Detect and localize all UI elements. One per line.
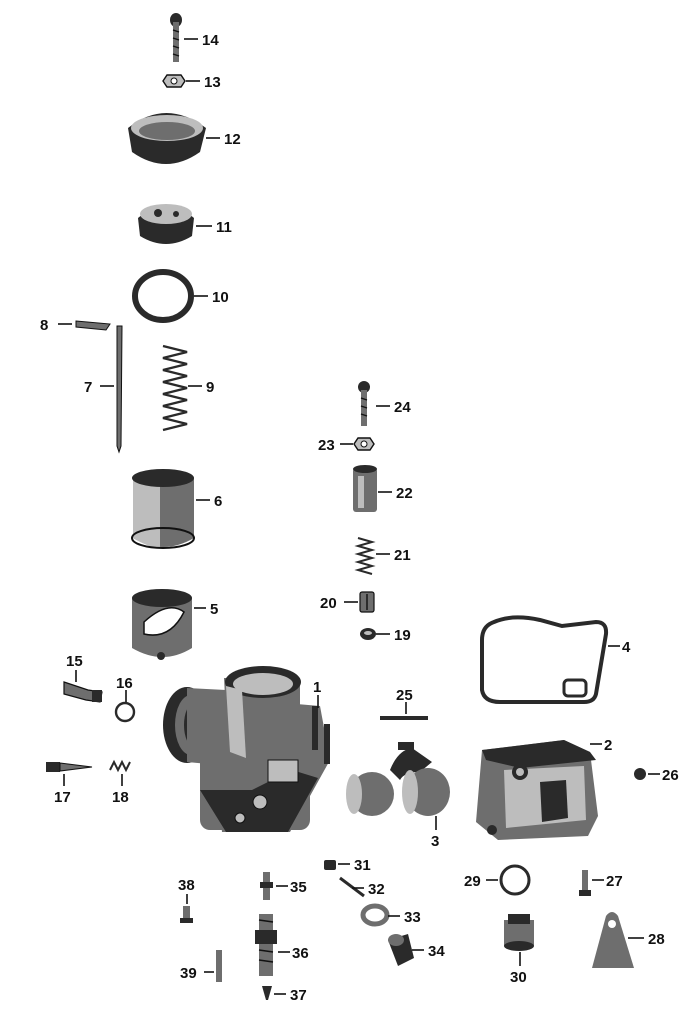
- part-15-jet: [63, 681, 103, 703]
- part-6-throttle-slide: [131, 469, 195, 549]
- part-36-jet-holder: [255, 914, 277, 976]
- label-19: 19: [394, 627, 411, 644]
- label-23: 23: [318, 437, 335, 454]
- part-19-seal: [360, 628, 376, 640]
- part-labels: 14 13 12 11 10 8 7 9 6 5 24 23 22 21 20 …: [40, 32, 679, 1004]
- part-25-float-pin: [380, 716, 428, 720]
- label-29: 29: [464, 873, 481, 890]
- label-13: 13: [204, 74, 221, 91]
- label-18: 18: [112, 789, 129, 806]
- part-16-o-ring: [114, 701, 136, 723]
- label-39: 39: [180, 965, 197, 982]
- part-28-bracket: [592, 912, 634, 968]
- part-21-spring: [354, 537, 376, 575]
- label-1: 1: [313, 679, 321, 696]
- part-23-nut: [353, 437, 375, 451]
- label-3: 3: [431, 833, 439, 850]
- label-36: 36: [292, 945, 309, 962]
- label-14: 14: [202, 32, 219, 49]
- part-12-knurled-ring: [128, 113, 206, 164]
- part-24-screw: [358, 381, 370, 426]
- label-32: 32: [368, 881, 385, 898]
- part-1-carburetor-body: [163, 666, 330, 832]
- label-6: 6: [214, 493, 222, 510]
- label-37: 37: [290, 987, 307, 1004]
- label-11: 11: [216, 219, 232, 236]
- label-31: 31: [354, 857, 371, 874]
- part-31-screw: [324, 860, 336, 870]
- label-35: 35: [290, 879, 307, 896]
- part-32-needle: [339, 876, 365, 898]
- label-10: 10: [212, 289, 229, 306]
- part-7-needle: [116, 325, 123, 454]
- label-17: 17: [54, 789, 71, 806]
- part-38-screw: [180, 906, 193, 923]
- part-30-drain-plug: [504, 914, 534, 951]
- label-4: 4: [622, 639, 631, 656]
- part-18-small-spring: [109, 759, 131, 773]
- part-3-float: [346, 742, 450, 816]
- part-10-gasket-ring: [132, 269, 194, 323]
- part-14-screw: [170, 13, 182, 62]
- label-25: 25: [396, 687, 413, 704]
- label-5: 5: [210, 601, 218, 618]
- label-22: 22: [396, 485, 413, 502]
- part-13-nut: [162, 74, 186, 88]
- part-9-spring: [162, 344, 188, 432]
- part-8-clip: [75, 320, 111, 331]
- label-7: 7: [84, 379, 92, 396]
- label-2: 2: [604, 737, 612, 754]
- label-30: 30: [510, 969, 527, 986]
- label-8: 8: [40, 317, 48, 334]
- part-22-sleeve: [353, 465, 377, 512]
- label-9: 9: [206, 379, 214, 396]
- part-5-cutaway-slide: [132, 589, 192, 660]
- part-35-stud: [260, 872, 273, 900]
- part-20-plunger: [359, 591, 375, 613]
- label-26: 26: [662, 767, 679, 784]
- part-37-small-screw: [262, 986, 272, 1000]
- part-17-pin: [46, 762, 93, 772]
- part-2-float-bowl: [476, 740, 598, 840]
- label-21: 21: [394, 547, 411, 564]
- label-16: 16: [116, 675, 133, 692]
- label-12: 12: [224, 131, 241, 148]
- part-26-screw: [634, 768, 646, 780]
- label-33: 33: [404, 909, 421, 926]
- label-34: 34: [428, 943, 445, 960]
- part-4-float-bowl-gasket: [480, 615, 609, 704]
- part-11-cap: [138, 204, 194, 244]
- part-29-o-ring: [499, 864, 531, 896]
- leader-lines: [58, 38, 660, 995]
- label-24: 24: [394, 399, 411, 416]
- label-38: 38: [178, 877, 195, 894]
- label-15: 15: [66, 653, 83, 670]
- part-27-screw: [579, 870, 591, 896]
- part-39-pin: [216, 950, 222, 982]
- label-27: 27: [606, 873, 623, 890]
- part-34-fitting: [388, 934, 414, 966]
- label-20: 20: [320, 595, 337, 612]
- part-33-washer: [360, 903, 390, 927]
- label-28: 28: [648, 931, 665, 948]
